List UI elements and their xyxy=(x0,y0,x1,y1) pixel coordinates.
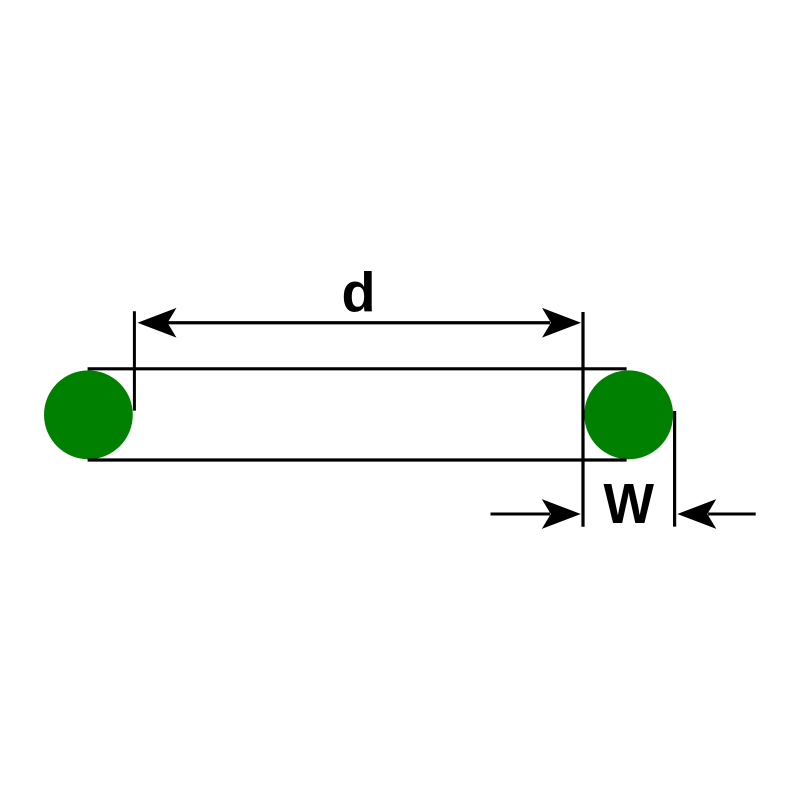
svg-text:W: W xyxy=(603,472,654,536)
svg-text:d: d xyxy=(341,261,375,324)
